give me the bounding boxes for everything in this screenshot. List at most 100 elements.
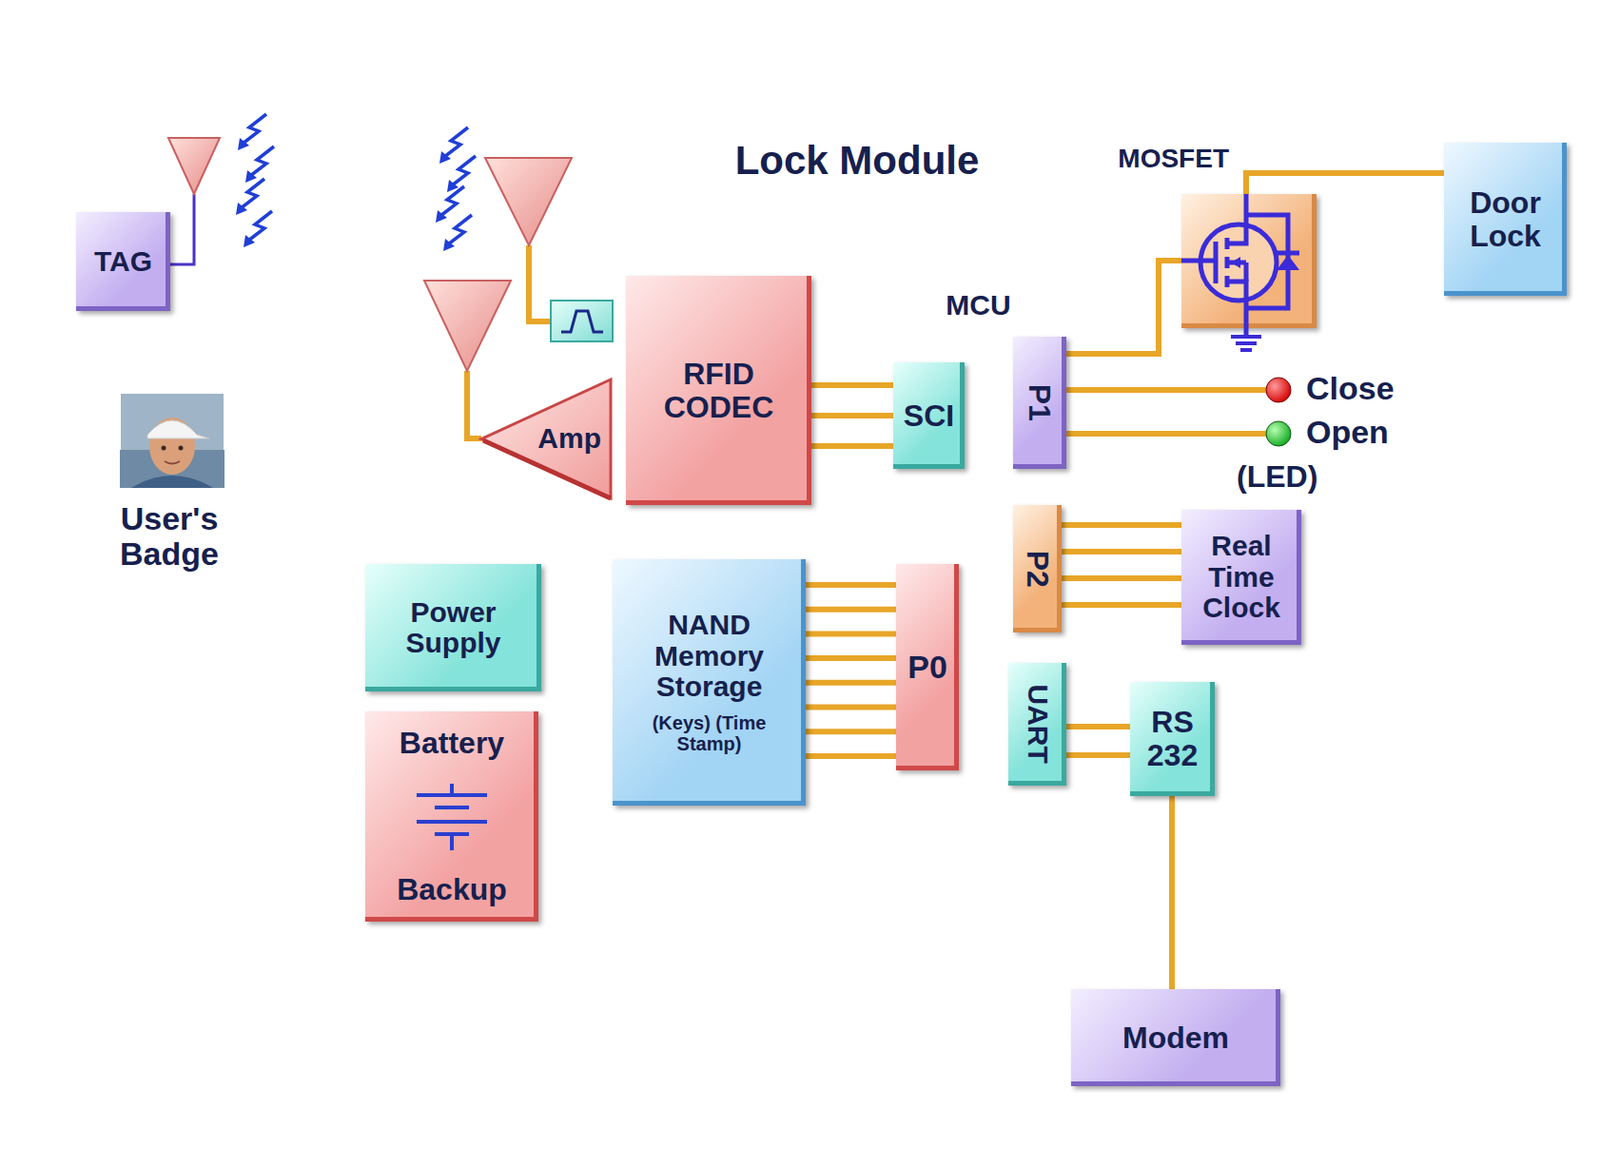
pcb-pads (1570, 657, 1588, 675)
pcb-traces (903, 28, 1256, 96)
bandpass-filter (550, 300, 613, 342)
pcb-traces-light (19, 28, 1561, 1118)
label-anchor: Close (1306, 370, 1395, 407)
pcb-pads (1513, 1113, 1531, 1132)
serial-box: RS 232 (1130, 682, 1215, 797)
bus-trace (1061, 525, 1182, 605)
user-photo (131, 475, 214, 488)
battery-symbol (416, 793, 488, 798)
pcb-pads (37, 847, 55, 865)
badge-panel: User's BadgeTAG (53, 107, 286, 603)
pcb-traces-light (1445, 722, 1561, 838)
node-label: Door Lock (1451, 186, 1560, 253)
user-photo (149, 417, 196, 475)
node-label: Power Supply (372, 597, 534, 660)
node-label: RFID CODEC (638, 357, 800, 424)
mosfet-symbol (1181, 194, 1317, 329)
panel-title: Lock Module (657, 138, 1057, 182)
pcb-pads (295, 181, 313, 199)
panel-title: MCU (875, 290, 1082, 321)
mosfet-symbol (1181, 194, 1300, 351)
node-label: MOSFET (1076, 144, 1230, 174)
led-wires (1066, 387, 1267, 393)
battery-symbol (449, 834, 454, 851)
pcb-pads (238, 1132, 256, 1151)
bus-trace (1066, 726, 1131, 756)
pcb-traces (1445, 903, 1561, 999)
board-outline (9, 7, 1594, 1161)
bus-trace (1169, 796, 1175, 990)
reader-antennas (485, 157, 572, 246)
user-photo (119, 392, 225, 488)
pcb-traces (1483, 663, 1580, 669)
battery-box: BatteryBackup (365, 711, 539, 922)
mosfet-symbol (1230, 256, 1241, 269)
node-label: P2 (1020, 549, 1054, 587)
led-wires (1066, 390, 1267, 434)
radio-waves (447, 156, 476, 193)
pcb-pads (1247, 86, 1265, 104)
pcb-pads (19, 48, 1588, 1151)
power-box: Power Supply (365, 564, 542, 692)
mosfet-symbol (1244, 262, 1249, 282)
bus-trace (805, 585, 897, 757)
mosfet-symbol (1213, 241, 1219, 284)
node-label: Real Time Clock (1189, 530, 1294, 624)
mosfet-symbol (1227, 194, 1247, 244)
port-box: SCI (893, 362, 965, 469)
node-label: UART (1021, 684, 1053, 764)
bandpass-filter (550, 300, 613, 342)
radio-waves (243, 211, 273, 248)
pcb-traces (20, 618, 46, 857)
pcb-traces (38, 894, 276, 1066)
label-anchor: (LED) (1236, 460, 1318, 494)
user-photo (164, 461, 180, 465)
radio-waves (235, 114, 274, 248)
amplifier: Amp (479, 377, 613, 501)
lock-module-panel: Lock ModuleMOSFET RFID CODECAmp (324, 110, 1414, 944)
bus-trace (811, 385, 894, 447)
node-label: NAND Memory Storage (628, 609, 791, 703)
node-label: Amp (537, 423, 602, 454)
battery-symbol (409, 783, 495, 851)
battery-symbol (416, 819, 488, 824)
port-box: P2 (1013, 505, 1062, 633)
reader-antennas (467, 370, 482, 439)
led-label: (LED) (1236, 460, 1318, 494)
mosfet-symbol (1235, 341, 1257, 346)
port-box: P0 (896, 564, 959, 771)
led-symbols (1266, 377, 1291, 447)
port-box: UART (1008, 663, 1067, 786)
node-label: P0 (907, 649, 948, 685)
pcb-traces (76, 38, 857, 58)
battery-symbol (434, 805, 469, 810)
node-label: Battery (399, 726, 505, 761)
pcb-traces (20, 28, 1580, 1142)
pcb-traces (570, 1043, 952, 1050)
radio-waves (235, 178, 265, 215)
mosfet-symbol (1246, 214, 1288, 309)
user-photo (147, 420, 210, 439)
led-symbols (1266, 421, 1291, 447)
mosfet-symbol (1181, 258, 1216, 264)
pcb-traces-light (665, 1101, 1047, 1106)
badge-antenna (168, 137, 220, 265)
reader-antennas (424, 280, 511, 371)
radio-waves (439, 127, 469, 164)
modem-box: Modem (1071, 989, 1281, 1087)
user-photo (161, 446, 167, 451)
pcb-pads (942, 1037, 960, 1055)
codec-box: RFID CODEC (625, 275, 812, 506)
pcb-traces-light (1463, 380, 1467, 533)
pcb-traces (301, 66, 308, 191)
pcb-traces-light (1369, 26, 1522, 31)
mosfet-symbol (1276, 254, 1300, 271)
user-photo (119, 392, 225, 488)
pcb-pads (1551, 990, 1569, 1008)
mosfet-box: MOSFET (1181, 194, 1317, 329)
node-label: (Keys) (Time Stamp) (638, 713, 781, 755)
door-lock-box: Door Lock (1443, 142, 1567, 296)
pcb-traces-light (1074, 1115, 1427, 1120)
label-anchor: Open (1306, 414, 1389, 450)
